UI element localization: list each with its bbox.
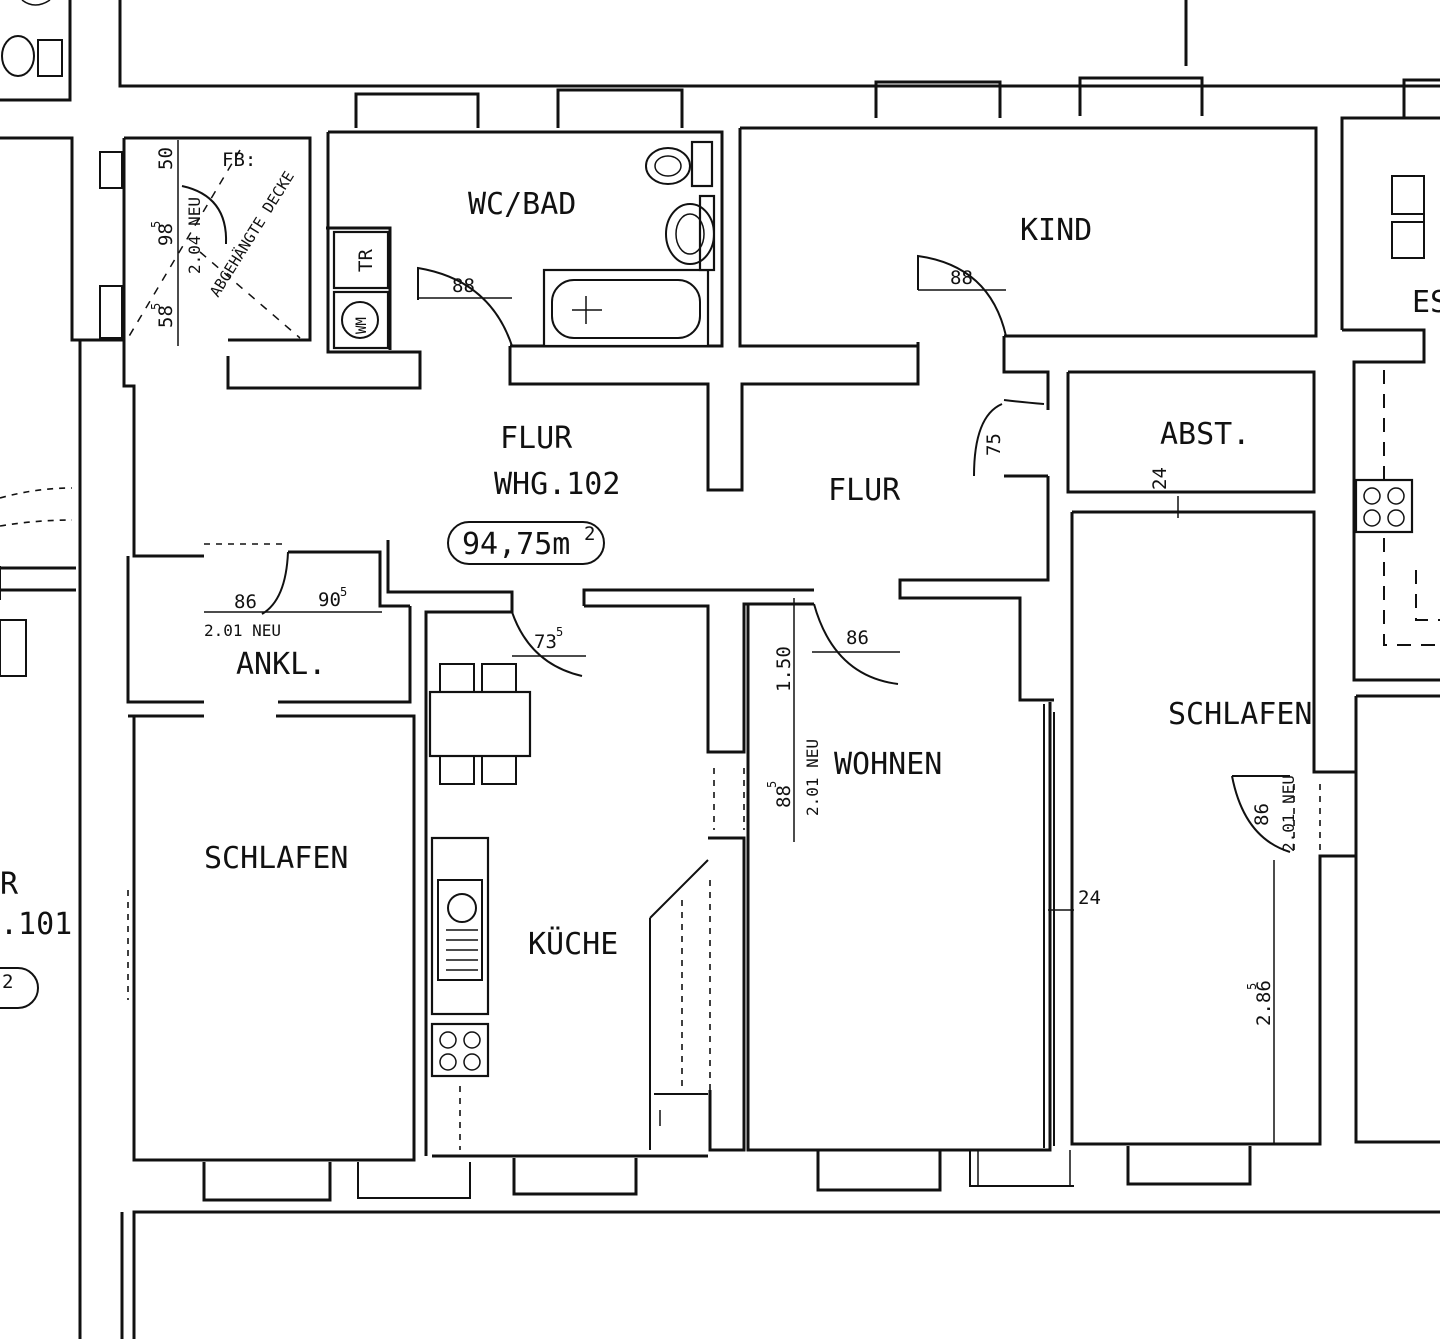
dim-entry-50: 50 (155, 147, 177, 170)
dim-entry-58: 58 (155, 305, 177, 328)
dim-entry-98-sup: 5 (149, 221, 163, 228)
room-label-schlafen-right: SCHLAFEN (1168, 697, 1313, 732)
dim-bad-door: 88 (452, 275, 475, 297)
dim-schlafen-door: 86 (1251, 803, 1273, 826)
dim-wohnen-88: 88 (773, 785, 795, 808)
dim-kueche-door: 73 (534, 631, 557, 653)
room-label-abst: ABST. (1160, 417, 1250, 452)
door-swings (181, 185, 1291, 853)
kitchen-sink-icon (430, 836, 490, 1016)
dim-schlafen-286-sup: 5 (1245, 983, 1259, 990)
dryer-icon (332, 230, 390, 290)
washing-machine-label: WM (354, 317, 370, 334)
fb-label: FB: (222, 149, 256, 171)
dim-kueche-door-sup: 5 (556, 625, 563, 639)
dimension-lines (177, 140, 1275, 1144)
stove-icon (430, 1022, 490, 1078)
room-label-schlafen-left: SCHLAFEN (204, 841, 349, 876)
room-label-ankl: ANKL. (236, 647, 326, 682)
apartment-label: WHG.102 (494, 467, 620, 502)
dim-kind-door: 88 (950, 267, 973, 289)
dim-wohnen-door-height: 2.01 NEU (803, 739, 822, 816)
suspended-ceiling-label: ABGEHÄNGTE DECKE (205, 168, 298, 301)
dim-schlafen-door-height: 2.01 NEU (1279, 775, 1298, 852)
room-label-kind: KIND (1020, 213, 1092, 248)
neighbor-toilet-icon (1, 35, 63, 77)
dim-entry-door-height: 2.04 NEU (185, 197, 204, 274)
neighbor-right-fragment: ES (1412, 285, 1440, 320)
room-label-kueche: KÜCHE (528, 926, 618, 962)
room-label-flur-second: FLUR (828, 473, 901, 508)
neighbor-unit: .101 (0, 907, 72, 942)
dim-wohnen-88-sup: 5 (765, 781, 779, 788)
area-superscript: 2 (584, 523, 595, 545)
radiator-icon (99, 151, 123, 189)
dim-wall-24-mid: 24 (1078, 887, 1101, 909)
area-value: 94,75m (462, 527, 570, 562)
windows-top (354, 76, 1440, 128)
sink-icon (665, 194, 716, 272)
toilet-icon (645, 140, 714, 188)
neighbor-chairs-icon (1391, 175, 1425, 259)
room-label-wc-bad: WC/BAD (468, 187, 576, 222)
neighbor-area-badge: 2 (0, 967, 39, 1009)
windows-bottom (202, 1146, 1252, 1202)
interior-walls (122, 126, 1356, 1162)
dryer-label: TR (355, 249, 377, 272)
dim-entry-98: 98 (155, 223, 177, 246)
dim-ankl-86: 86 (234, 591, 257, 613)
room-label-wohnen: WOHNEN (834, 747, 942, 782)
dim-ankl-door-height: 2.01 NEU (204, 621, 281, 640)
dashed-lines (0, 149, 1321, 1339)
washing-machine-icon (332, 290, 390, 350)
kitchen-counter-icon (649, 859, 709, 1150)
neighbor-fragment: R (0, 867, 19, 902)
dim-wohnen-150: 1.50 (773, 646, 795, 692)
room-label-flur-main: FLUR (500, 421, 573, 456)
neighbor-stove-icon (1354, 478, 1414, 534)
dim-entry-58-sup: 5 (149, 303, 163, 310)
balcony-door-frame (1043, 704, 1055, 1148)
dim-ankl-90-sup: 5 (340, 585, 347, 599)
dim-wall-24-top: 24 (1149, 467, 1171, 490)
dim-schlafen-286: 2.86 (1253, 980, 1275, 1026)
area-badge: 94,75m 2 (447, 521, 605, 565)
dim-wohnen-door: 86 (846, 627, 869, 649)
bathtub-icon (542, 268, 710, 348)
dining-table-icon (428, 663, 532, 785)
dim-ankl-90: 90 (318, 589, 341, 611)
fixtures (0, 35, 1425, 1150)
neighbor-area-fragment: 2 (2, 971, 13, 993)
room-labels: WC/BAD KIND FLUR WHG.102 FLUR ABST. ANKL… (0, 187, 1440, 962)
dimension-labels: 50 98 5 2.04 NEU 58 5 88 88 75 24 86 90 … (149, 147, 1298, 1026)
dim-abst-door: 75 (983, 433, 1005, 456)
